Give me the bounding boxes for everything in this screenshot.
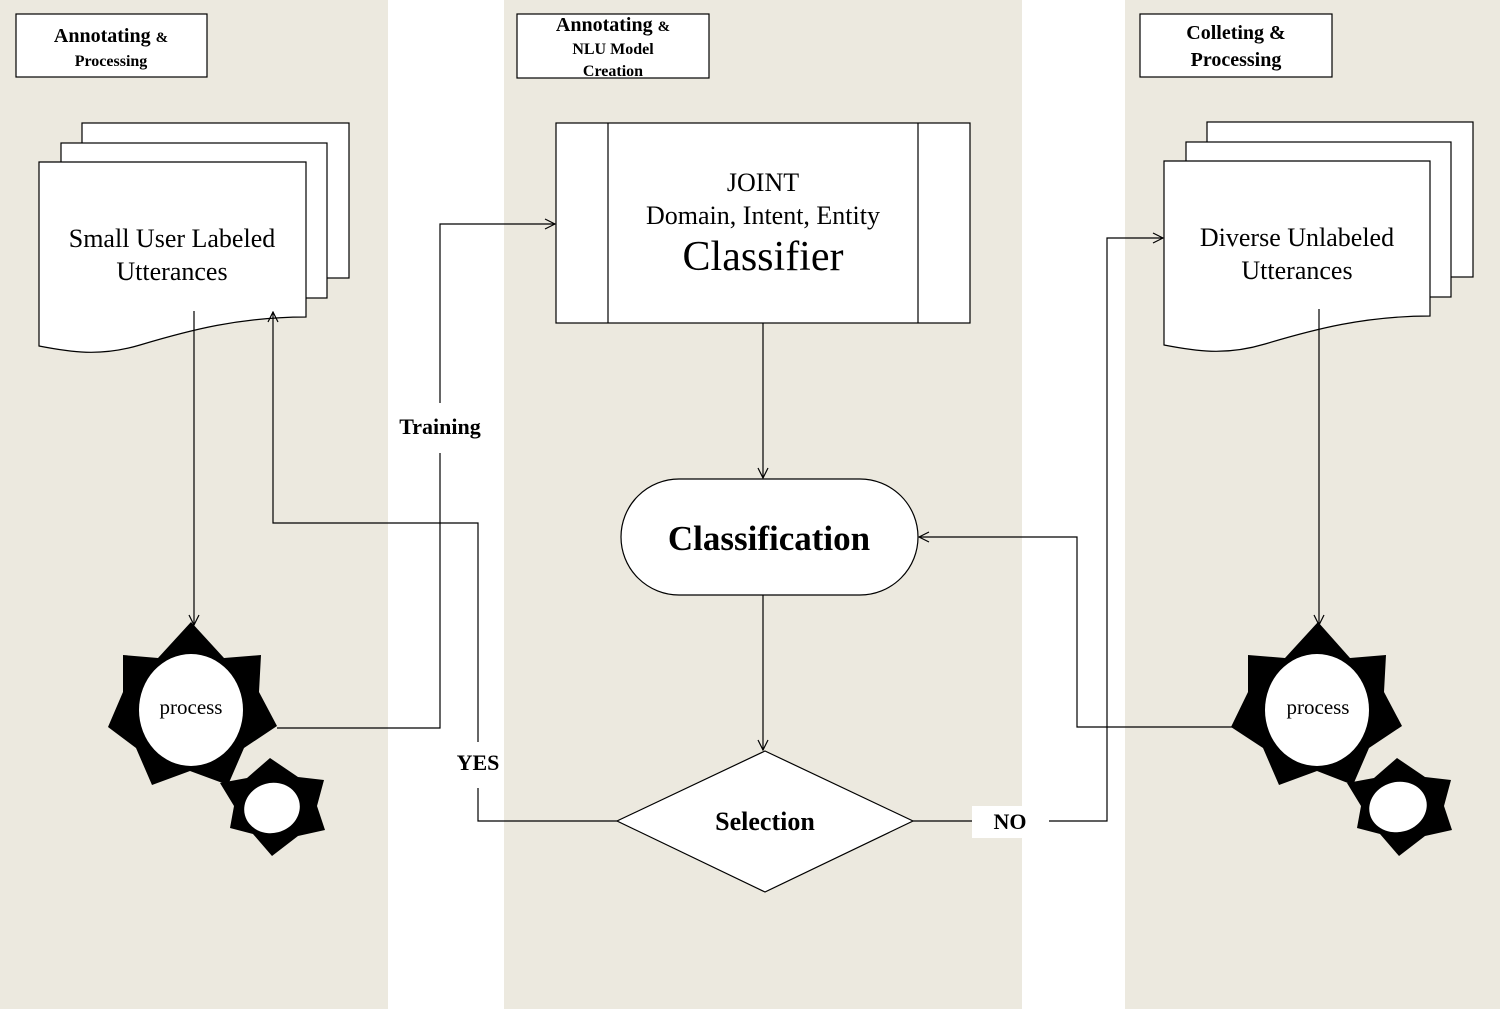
- svg-text:Colleting &: Colleting &: [1186, 22, 1285, 44]
- edge-label-training: Training: [394, 403, 486, 453]
- svg-text:Processing: Processing: [1191, 49, 1282, 71]
- svg-text:NO: NO: [994, 809, 1027, 834]
- svg-text:Selection: Selection: [715, 807, 815, 836]
- selection-decision: Selection: [615, 750, 915, 893]
- small-gear-icon: [220, 758, 325, 856]
- lane-right-title: Colleting & Processing: [1139, 13, 1333, 78]
- svg-text:Utterances: Utterances: [116, 257, 227, 286]
- svg-text:Training: Training: [399, 414, 481, 439]
- svg-text:process: process: [1287, 695, 1350, 719]
- svg-text:Annotating &: Annotating &: [556, 14, 670, 36]
- edge-yes: [273, 312, 617, 822]
- svg-text:Classification: Classification: [668, 519, 870, 558]
- svg-text:Processing: Processing: [75, 53, 148, 70]
- svg-text:Annotating &: Annotating &: [54, 25, 168, 47]
- lane-left-title: Annotating & Processing: [15, 13, 208, 78]
- svg-text:Classifier: Classifier: [683, 234, 844, 280]
- svg-text:Small User Labeled: Small User Labeled: [69, 224, 276, 253]
- small-gear-icon: [1347, 758, 1452, 856]
- svg-text:Diverse Unlabeled: Diverse Unlabeled: [1200, 223, 1394, 252]
- joint-classifier-box: JOINT Domain, Intent, Entity Classifier: [555, 122, 971, 324]
- gear-icon: process: [108, 622, 277, 785]
- svg-text:YES: YES: [457, 750, 500, 775]
- svg-text:JOINT: JOINT: [727, 168, 799, 197]
- classification-node: Classification: [620, 478, 919, 596]
- gear-icon: process: [1231, 622, 1402, 785]
- edge-process-to-classification: [919, 537, 1233, 728]
- svg-text:Utterances: Utterances: [1241, 256, 1352, 285]
- edge-training: [277, 224, 555, 729]
- svg-text:Domain, Intent, Entity: Domain, Intent, Entity: [646, 201, 880, 230]
- lane-center-title: Annotating & NLU Model Creation: [516, 13, 710, 80]
- svg-text:process: process: [160, 695, 223, 719]
- unlabeled-utterances-document: Diverse Unlabeled Utterances: [1163, 121, 1474, 352]
- edge-label-yes: YES: [452, 742, 504, 788]
- labeled-utterances-document: Small User Labeled Utterances: [38, 122, 350, 353]
- edge-label-no: NO: [972, 806, 1049, 838]
- svg-text:NLU Model: NLU Model: [572, 41, 654, 58]
- svg-text:Creation: Creation: [583, 63, 643, 80]
